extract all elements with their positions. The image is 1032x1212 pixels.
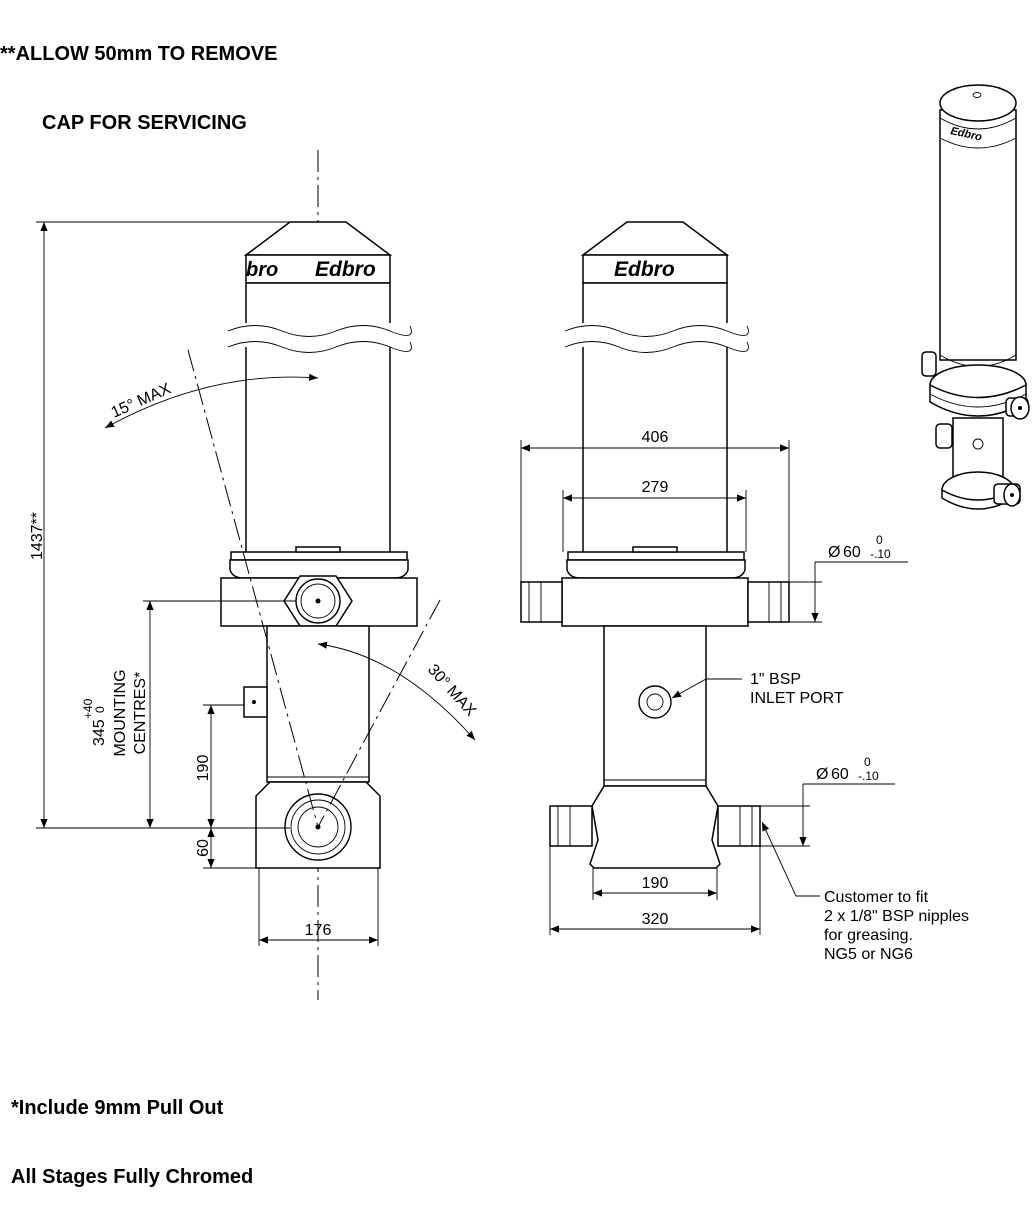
isometric-view: Edbro (921, 84, 1030, 510)
bottom-note-line2: All Stages Fully Chromed (11, 1166, 254, 1188)
front-base (589, 785, 721, 869)
mounting-label-1: MOUNTING (112, 669, 129, 756)
inlet-port (638, 685, 672, 719)
side-lower-body (266, 625, 370, 783)
side-brand-partial: bro (246, 259, 278, 281)
dim-345-tol-upper: +40 (81, 698, 95, 719)
inlet-label-1: 1" BSP (750, 671, 801, 688)
side-break-line (227, 325, 412, 337)
angle-30-label: 30° MAX (424, 661, 479, 720)
dim-320-label: 320 (642, 911, 669, 928)
inlet-port-inner (646, 693, 664, 711)
grease-label-2: 2 x 1/8" BSP nipples (824, 908, 969, 925)
grease-label-1: Customer to fit (824, 889, 929, 906)
dim-406-label: 406 (642, 429, 669, 446)
side-brand: Edbro (315, 258, 376, 281)
dia-lower-symbol: Ø (816, 766, 828, 783)
front-lower-body (603, 625, 707, 787)
dim-176-label: 176 (305, 922, 332, 939)
mounting-label-2: CENTRES* (132, 672, 149, 755)
side-trunnion-pin-inner (300, 583, 336, 619)
dia-upper-tol-lower: -.10 (870, 547, 891, 561)
side-cap-cone (243, 221, 393, 256)
front-upper-trunnion-left (520, 581, 563, 623)
side-base-pin-inner (297, 806, 339, 848)
front-collar-ring (566, 559, 746, 579)
grease-label-3: for greasing. (824, 927, 913, 944)
dim-1437-label: 1437** (29, 512, 46, 560)
dia-upper-value: 60 (843, 544, 861, 561)
front-break-line-2 (564, 341, 749, 353)
iso-cap-top (939, 84, 1017, 122)
iso-lower-body (952, 417, 1004, 479)
dim-345-tol-lower: 0 (93, 706, 107, 713)
front-collar-plate (567, 551, 745, 561)
iso-cap-band-2 (939, 137, 1017, 149)
inlet-leader (671, 678, 742, 699)
arc-30 (317, 641, 476, 741)
iso-base-trunnion-left (935, 423, 953, 449)
side-collar-plate (230, 551, 408, 561)
side-trunnion-center (315, 598, 321, 604)
front-upper-trunnion-right (747, 581, 790, 623)
iso-base-trunnion-right-dot (1010, 493, 1014, 497)
bottom-note-line1: *Include 9mm Pull Out (11, 1097, 224, 1119)
side-base-pin (284, 793, 352, 861)
top-note-line1: **ALLOW 50mm TO REMOVE (0, 43, 278, 65)
top-note-line2: CAP FOR SERVICING (42, 112, 247, 134)
dia-upper-tol-upper: 0 (876, 533, 883, 547)
dia-lower-value: 60 (831, 766, 849, 783)
front-trunnion-block (561, 577, 749, 627)
iso-inlet-port (972, 438, 984, 450)
technical-drawing: bro Edbro 15° MAX 30° MAX (29, 84, 1030, 1000)
dim-279-label: 279 (642, 479, 669, 496)
front-lower-trunnion-right (717, 805, 761, 847)
front-brand: Edbro (614, 258, 675, 281)
iso-cap-band (939, 117, 1017, 130)
dim-190-front-label: 190 (642, 875, 669, 892)
top-note: **ALLOW 50mm TO REMOVE CAP FOR SERVICING (0, 0, 277, 158)
dia-lower-tol-lower: -.10 (858, 769, 879, 783)
tilt-line-15 (187, 349, 319, 828)
dia-lower-tol-upper: 0 (864, 755, 871, 769)
iso-trunnion-left (921, 351, 937, 377)
dim-190-side-label: 190 (195, 755, 212, 782)
side-view: bro Edbro 15° MAX 30° MAX (29, 150, 479, 1000)
side-base-pin-ring (290, 799, 346, 855)
dim-60-label: 60 (195, 839, 212, 857)
tilt-line-30 (317, 599, 441, 828)
arc-15 (104, 373, 319, 429)
iso-cap-bolt (972, 92, 982, 98)
dim-345-value: 345 (91, 719, 108, 746)
front-cap-band (582, 254, 728, 284)
side-collar-top (295, 546, 341, 553)
iso-barrel (939, 109, 1017, 361)
side-port-dot (252, 700, 256, 704)
iso-trunnion-right-dot (1018, 406, 1022, 410)
front-lower-trunnion-left (549, 805, 593, 847)
front-view: Edbro 406 (520, 221, 969, 963)
grease-leader (761, 821, 820, 897)
front-cap-cone (580, 221, 730, 256)
side-break-line-2 (227, 341, 412, 353)
dia-upper-symbol: Ø (828, 544, 840, 561)
dim-345-text: 345 +40 0 (81, 698, 108, 746)
front-break-line (564, 325, 749, 337)
front-collar-top (632, 546, 678, 553)
inlet-label-2: INLET PORT (750, 690, 844, 707)
grease-label-4: NG5 or NG6 (824, 946, 913, 963)
